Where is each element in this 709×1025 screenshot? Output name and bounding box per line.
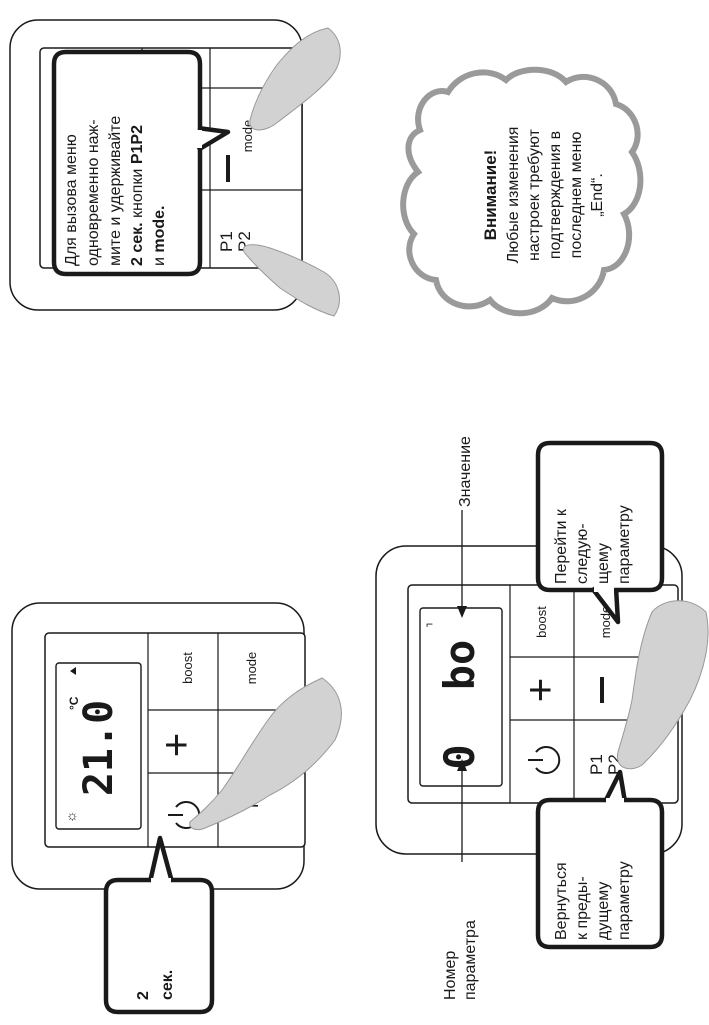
finger-icon	[242, 244, 340, 317]
p1-label: P1	[587, 754, 606, 775]
fan-icon: ⌐	[426, 617, 433, 631]
callout-hold-2-sec: 2 сек.	[103, 835, 215, 1015]
mode-button[interactable]: mode	[244, 652, 259, 685]
parameter-number-label-line2: параметра	[462, 920, 479, 1000]
warning-line: подтверждения в	[547, 131, 564, 259]
svg-text:Перейти к: Перейти к	[553, 508, 570, 584]
svg-text:к преды-: к преды-	[574, 876, 591, 940]
callout-open-menu-line: 2 сек. кнопки P1P2	[129, 125, 146, 266]
finger-icon	[189, 677, 342, 831]
plus-button[interactable]: +	[152, 733, 199, 758]
panel-hold-power: 21.0 °C ☼ + boost mode P1 P2	[11, 602, 342, 1015]
callout-open-menu-line: и mode.	[151, 205, 168, 266]
signal-icon	[70, 667, 76, 675]
finger-icon	[249, 27, 341, 131]
callout-open-menu-line: Для вызова меню	[63, 134, 80, 266]
callout-previous-parameter: Вернуться к преды- дущему параметру	[535, 769, 665, 950]
svg-text:параметру: параметру	[616, 505, 633, 584]
boost-button[interactable]: boost	[534, 606, 549, 638]
callout-next-parameter: Перейти к следую- щему параметру	[535, 440, 665, 625]
warning-line: последнем меню	[568, 132, 585, 259]
callout-open-menu-line: одновременно наж-	[85, 119, 102, 266]
panel-parameter-navigation: 0 bo ⌐ + boost mode P1 P2	[375, 436, 709, 1000]
temperature-unit: °C	[67, 696, 81, 710]
lcd-display	[55, 662, 142, 830]
warning-line: настроек требуют	[526, 128, 543, 261]
power-button[interactable]	[528, 746, 561, 774]
boost-button[interactable]: boost	[180, 652, 195, 684]
callout-open-menu: Для вызова меню одновременно наж-мите и у…	[51, 49, 231, 277]
warning-line: „End“.	[589, 173, 606, 217]
svg-text:параметру: параметру	[616, 861, 633, 940]
mode-button[interactable]: mode	[240, 120, 255, 153]
warning-title: Внимание!	[481, 150, 500, 241]
svg-text:дущему: дущему	[595, 882, 612, 940]
svg-text:щему: щему	[595, 543, 612, 584]
plus-button[interactable]: +	[516, 678, 563, 703]
svg-text:Вернуться: Вернуться	[553, 862, 570, 940]
finger-icon	[616, 600, 709, 770]
sun-icon: ☼	[66, 807, 79, 823]
temperature-readout: 21.0	[76, 700, 122, 796]
svg-text:сек.: сек.	[159, 970, 176, 1000]
callout-open-menu-line: мите и удерживайте	[107, 116, 124, 266]
svg-text:следую-: следую-	[574, 523, 591, 584]
warning-line: Любые изменения	[505, 127, 522, 264]
svg-text:2: 2	[135, 991, 152, 1000]
parameter-value-readout: bo	[435, 640, 484, 691]
p1-label: P1	[217, 231, 236, 252]
value-label: Значение	[457, 436, 474, 507]
parameter-number-label-line1: Номер	[442, 951, 459, 1000]
